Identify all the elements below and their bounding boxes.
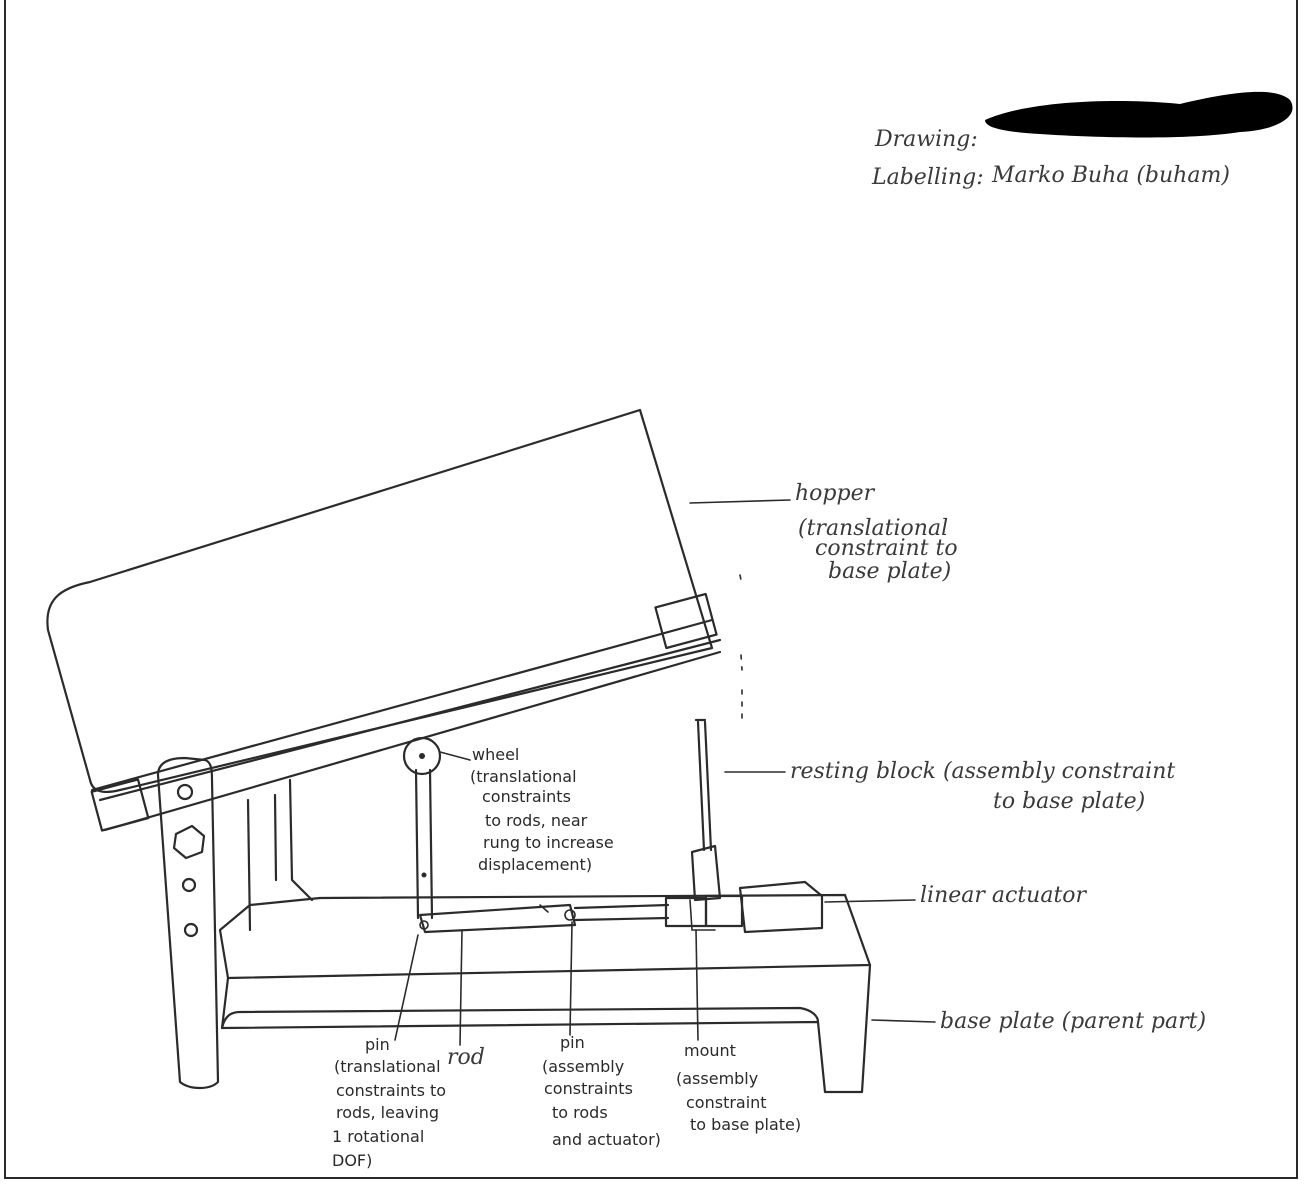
wheel-label: wheel (translational constraints to rods… <box>470 745 614 874</box>
svg-text:(assembly: (assembly <box>542 1057 624 1076</box>
post-hole <box>181 877 197 893</box>
wheel <box>402 736 442 776</box>
svg-text:base plate): base plate) <box>828 559 951 584</box>
hopper-leader <box>689 499 791 504</box>
support-post <box>156 756 220 1090</box>
svg-text:(translational: (translational <box>470 767 577 786</box>
drawing-label: Drawing: <box>874 127 978 152</box>
actuator-shaft <box>573 903 670 922</box>
frame-upright <box>288 778 314 902</box>
post-bolt <box>172 824 206 860</box>
rod-label: rod <box>447 1045 485 1070</box>
wheel-leader <box>439 751 471 761</box>
svg-text:rod: rod <box>447 1045 485 1070</box>
svg-text:mount: mount <box>684 1041 736 1060</box>
svg-text:to base plate): to base plate) <box>993 789 1145 814</box>
svg-text:rods, leaving: rods, leaving <box>336 1103 439 1122</box>
svg-text:resting block (assembly constr: resting block (assembly constraint <box>790 759 1175 784</box>
svg-text:hopper: hopper <box>795 481 876 506</box>
mount-leader <box>695 929 699 1041</box>
hopper <box>46 408 722 832</box>
svg-text:1 rotational: 1 rotational <box>332 1127 424 1146</box>
svg-text:constraints: constraints <box>482 787 571 806</box>
svg-text:to rods: to rods <box>552 1103 608 1122</box>
svg-text:pin: pin <box>365 1035 390 1054</box>
pin-mid-label: pin (assembly constraints to rods and ac… <box>542 1033 661 1149</box>
svg-text:rung to increase: rung to increase <box>483 833 614 852</box>
linear-actuator <box>664 880 824 934</box>
vertical-rod <box>414 768 434 920</box>
svg-text:DOF): DOF) <box>332 1151 372 1170</box>
svg-text:to rods, near: to rods, near <box>485 811 588 830</box>
svg-text:pin: pin <box>560 1033 585 1052</box>
frame-upright <box>246 798 252 932</box>
post-hole <box>176 783 194 801</box>
linear-actuator-leader <box>824 899 916 903</box>
linear-actuator-label: linear actuator <box>920 883 1088 908</box>
svg-text:to base plate): to base plate) <box>690 1115 801 1134</box>
base-plate-label: base plate (parent part) <box>940 1009 1206 1034</box>
svg-text:(assembly: (assembly <box>676 1069 758 1088</box>
redaction-scribble <box>985 91 1293 138</box>
svg-text:(translational: (translational <box>334 1057 441 1076</box>
svg-text:base plate (parent part): base plate (parent part) <box>940 1009 1206 1034</box>
svg-text:linear actuator: linear actuator <box>920 883 1088 908</box>
rod-leader <box>459 929 463 1046</box>
hopper-label: hopper (translational constraint to base… <box>795 481 958 584</box>
mount-label: mount (assembly constraint to base plate… <box>676 1041 801 1134</box>
frame-upright <box>273 793 278 882</box>
base-plate <box>218 893 872 1094</box>
horizontal-rod <box>418 903 577 934</box>
post-hole <box>183 922 199 938</box>
svg-text:wheel: wheel <box>472 745 519 764</box>
svg-text:constraint: constraint <box>686 1093 767 1112</box>
base-plate-leader <box>871 1019 936 1023</box>
svg-text:constraints: constraints <box>544 1079 633 1098</box>
labelling-value: Marko Buha (buham) <box>991 163 1230 188</box>
svg-text:displacement): displacement) <box>478 855 592 874</box>
pin-left-leader <box>394 934 419 1041</box>
pin-left-label: pin (translational constraints to rods, … <box>332 1035 446 1170</box>
svg-text:and actuator): and actuator) <box>552 1130 661 1149</box>
guide-line <box>739 574 743 721</box>
mount <box>689 718 722 931</box>
svg-text:(translational: (translational <box>798 516 948 541</box>
pin-mid-leader <box>569 921 573 1036</box>
resting-block-label: resting block (assembly constraint to ba… <box>790 759 1175 814</box>
svg-text:constraints to: constraints to <box>336 1081 446 1100</box>
labelling-label: Labelling: <box>871 165 984 190</box>
svg-text:constraint to: constraint to <box>815 536 958 561</box>
image-frame <box>4 0 1298 1179</box>
